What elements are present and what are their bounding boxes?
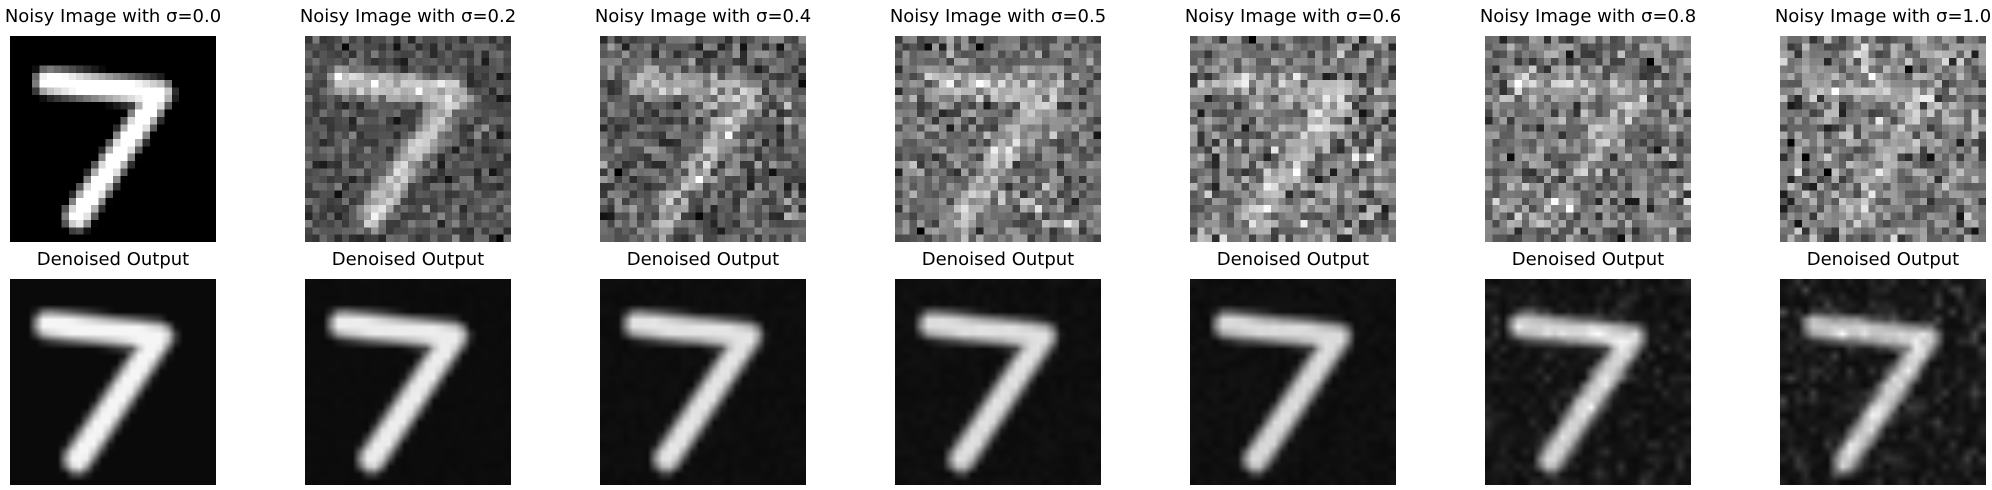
denoised-panel-title: Denoised Output [1511,249,1665,270]
denoised-panel-title: Denoised Output [36,249,190,270]
denoised-panel-title: Denoised Output [921,249,1075,270]
noisy-digit-image [895,36,1101,242]
noisy-digit-image [10,36,216,242]
noisy-panel-title: Noisy Image with σ=0.5 [889,6,1107,27]
noisy-digit-image [1190,36,1396,242]
noisy-digit-image [1485,36,1691,242]
noisy-digit-image [600,36,806,242]
denoised-panel-title: Denoised Output [1216,249,1370,270]
noisy-panel-title: Noisy Image with σ=0.6 [1184,6,1402,27]
denoised-panel-title: Denoised Output [331,249,485,270]
denoised-digit-image [1485,279,1691,485]
denoised-digit-image [600,279,806,485]
denoised-digit-image [10,279,216,485]
denoised-digit-image [1190,279,1396,485]
noisy-panel-title: Noisy Image with σ=0.8 [1479,6,1697,27]
denoised-panel-title: Denoised Output [626,249,780,270]
denoised-digit-image [895,279,1101,485]
noisy-panel-title: Noisy Image with σ=1.0 [1774,6,1992,27]
noisy-panel-title: Noisy Image with σ=0.4 [594,6,812,27]
denoised-panel-title: Denoised Output [1806,249,1960,270]
denoised-digit-image [305,279,511,485]
noisy-digit-image [1780,36,1986,242]
noisy-panel-title: Noisy Image with σ=0.0 [4,6,222,27]
denoised-digit-image [1780,279,1986,485]
noisy-digit-image [305,36,511,242]
noisy-panel-title: Noisy Image with σ=0.2 [299,6,517,27]
